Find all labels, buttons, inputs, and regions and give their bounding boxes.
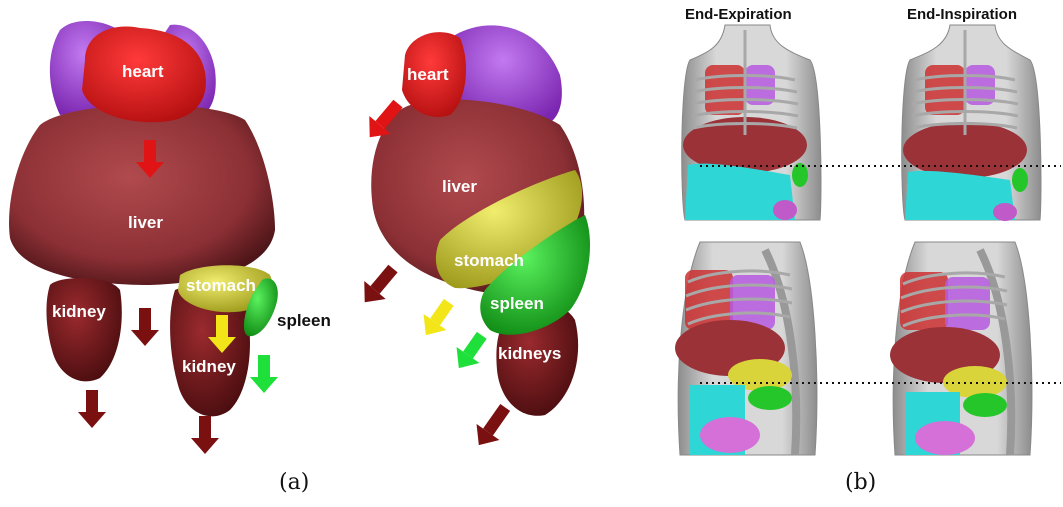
side-spleen-arrow-icon: [447, 327, 493, 376]
column-title-inspiration: End-Inspiration: [907, 6, 1017, 23]
label-liver-side: liver: [442, 177, 477, 196]
caption-a: (a): [279, 470, 309, 495]
label-kidney-left: kidney: [52, 302, 106, 321]
label-kidneys-side: kidneys: [498, 344, 561, 363]
label-heart-front: heart: [122, 62, 164, 81]
panel-a-side-view: heart liver stomach spleen kidneys: [354, 25, 590, 453]
label-stomach-front: stomach: [186, 276, 256, 295]
caption-b: (b): [845, 470, 876, 495]
kidney-left-shape: [46, 278, 121, 381]
label-liver-front: liver: [128, 213, 163, 232]
panel-b-bottom-left: [675, 242, 817, 455]
column-title-expiration: End-Expiration: [685, 6, 792, 23]
panel-a-front-view: heart liver stomach kidney kidney spleen: [9, 21, 331, 454]
label-stomach-side: stomach: [454, 251, 524, 270]
side-liver-arrow-icon: [354, 260, 404, 312]
liver-shape: [9, 105, 275, 285]
kidney-left-arrow-icon: [78, 390, 106, 428]
side-stomach-arrow-icon: [414, 294, 460, 343]
panel-b-bottom-right: [890, 242, 1032, 455]
side-kidneys-arrow-icon: [467, 399, 516, 453]
spleen-arrow-icon: [250, 355, 278, 393]
panel-b-top-left: [673, 25, 823, 220]
label-heart-side: heart: [407, 65, 449, 84]
label-kidney-right: kidney: [182, 357, 236, 376]
liver-arrow-icon: [131, 308, 159, 346]
label-spleen-front: spleen: [277, 311, 331, 330]
label-spleen-side: spleen: [490, 294, 544, 313]
panel-b-top-right: [902, 25, 1041, 221]
kidney-right-arrow-icon: [191, 416, 219, 454]
